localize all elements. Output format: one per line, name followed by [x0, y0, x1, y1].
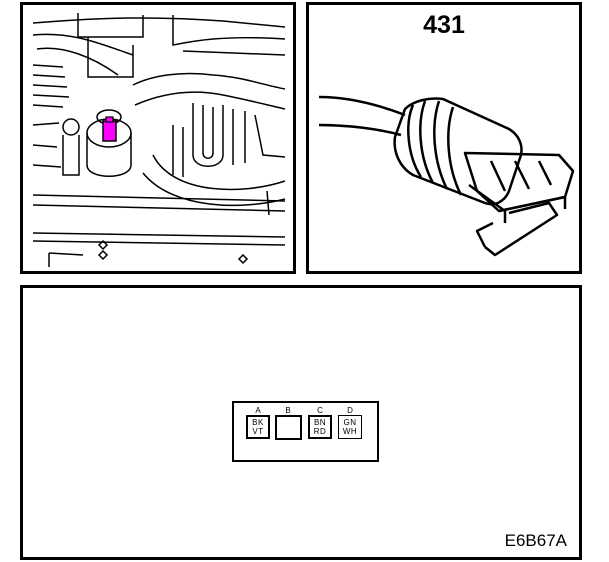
pinout-panel: A BK VT B C BN RD D GN WH E6B67A: [20, 285, 582, 560]
engine-bay-illustration: [32, 13, 286, 267]
wire-color-code: WH: [342, 427, 358, 436]
wire-color-code: BN: [313, 418, 327, 427]
wire-color-code: RD: [313, 427, 327, 436]
highlighted-connector: [102, 120, 117, 142]
wire-color-code: VT: [252, 427, 264, 436]
pin-letter: A: [255, 406, 261, 415]
connector-pinout-housing: A BK VT B C BN RD D GN WH: [232, 401, 379, 462]
engine-location-panel: [20, 2, 296, 274]
pin-letter: B: [285, 406, 291, 415]
wire-color-code: GN: [343, 418, 357, 427]
pin-wire-colors: BK VT: [246, 415, 270, 439]
pin-c: C BN RD: [305, 403, 335, 439]
wire-color-code: BK: [252, 418, 264, 427]
pin-wire-colors: BN RD: [308, 415, 332, 439]
pin-wire-colors: [274, 415, 302, 440]
connector-illustration: [318, 95, 575, 257]
diagram-reference-code: E6B67A: [504, 531, 567, 550]
pin-letter: C: [317, 406, 323, 415]
pin-d: D GN WH: [335, 403, 365, 439]
connector-number: 431: [423, 11, 465, 39]
connector-view-panel: 431: [306, 2, 582, 274]
pin-letter: D: [347, 406, 353, 415]
pin-b: B: [273, 403, 303, 440]
pin-wire-colors: GN WH: [338, 415, 362, 439]
pin-a: A BK VT: [243, 403, 273, 439]
